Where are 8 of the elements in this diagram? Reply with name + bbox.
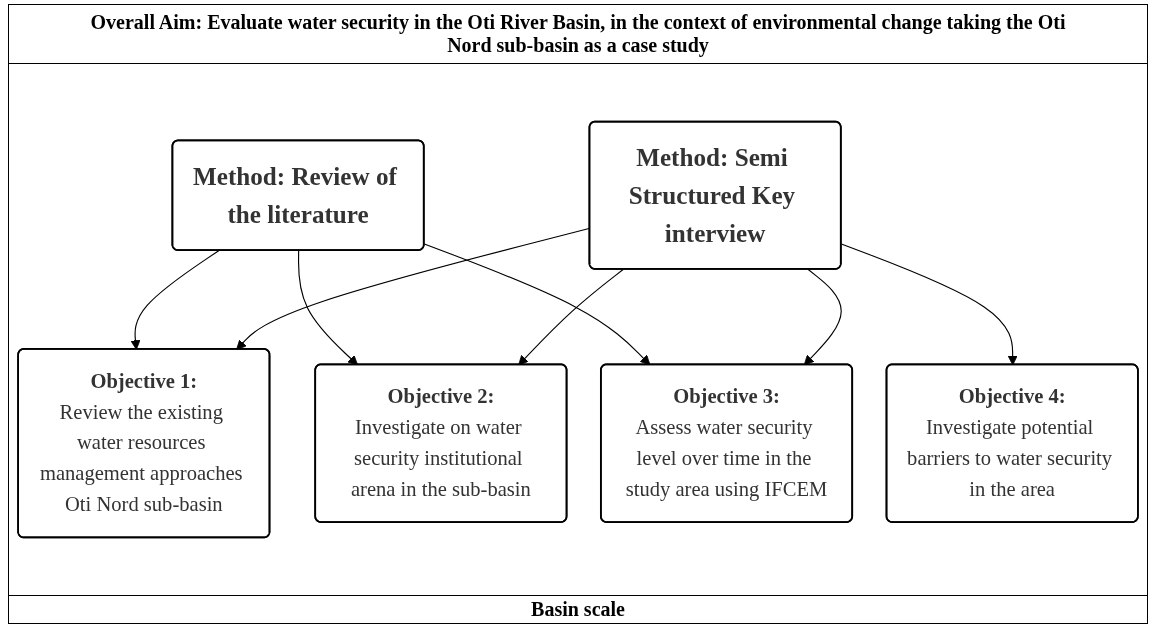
arrow [297, 250, 359, 366]
arrow [803, 268, 842, 366]
title: Overall Aim: Evaluate water security in the Oti River Basin, in the context of environmental change taking the Oti Nord sub-basin as a case study [9, 5, 1147, 64]
arrow [130, 250, 220, 350]
arrow [423, 243, 651, 366]
arrow [518, 268, 624, 366]
scale-label: Basin scale [531, 598, 625, 620]
arrow [840, 243, 1018, 366]
